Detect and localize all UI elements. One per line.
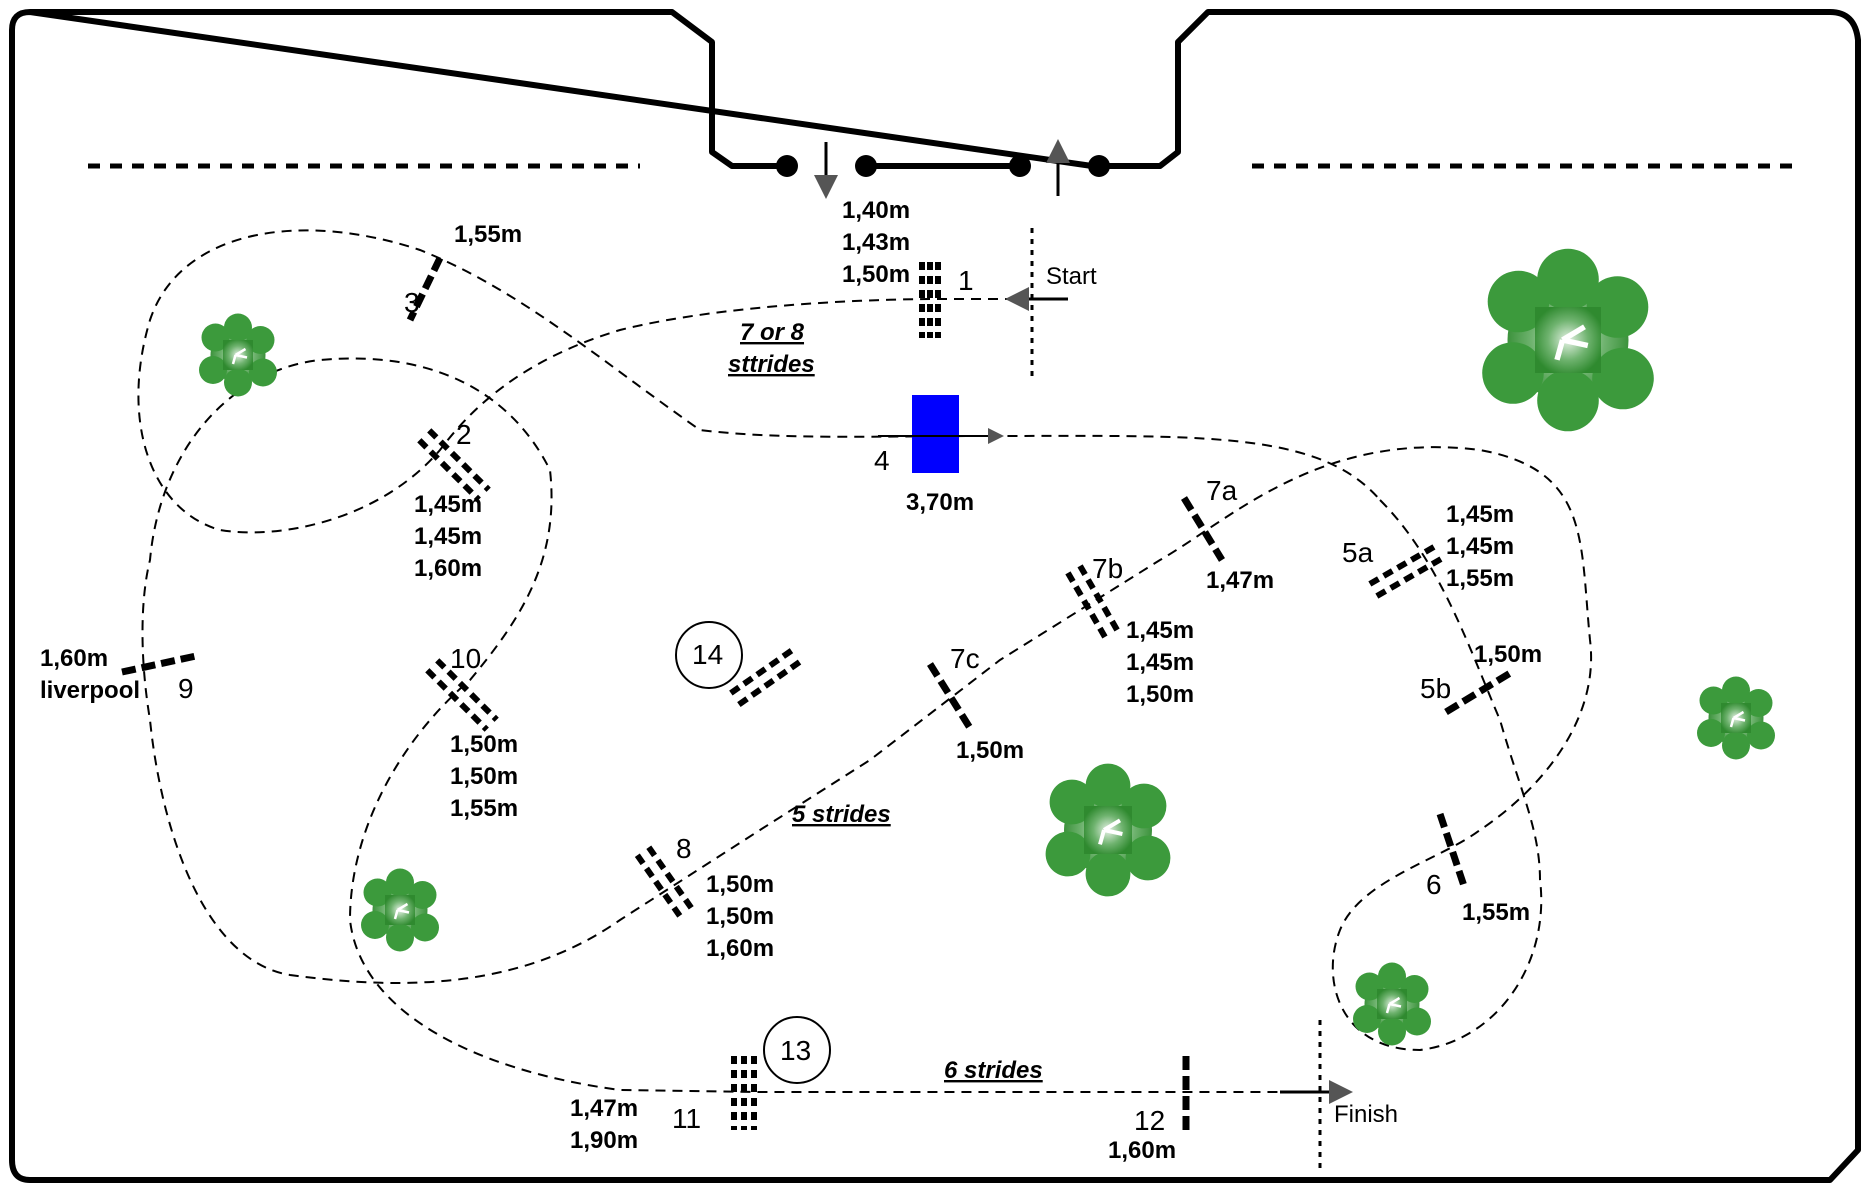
height: 1,45m [414,491,482,518]
tree-icon [1482,249,1654,432]
tree-icon [1043,761,1173,899]
height: 1,60m [1108,1137,1176,1164]
height: 1,45m [1126,617,1194,644]
obstacle-number: 6 [1426,869,1442,900]
height: 1,45m [414,523,482,550]
height: 1,45m [1126,649,1194,676]
height: 1,45m [1446,533,1514,560]
obstacle-number: 5a [1342,537,1374,568]
fence-8 [634,845,698,923]
obstacle-number: 1 [958,265,974,296]
fence-9 [121,652,197,676]
height: 1,40m [842,197,910,224]
obstacle-number: 9 [178,673,194,704]
finish-label: Finish [1334,1101,1398,1128]
fence-5b [1444,669,1514,715]
height: 1,55m [454,221,522,248]
height: 1,50m [1126,681,1194,708]
height: 1,50m [450,763,518,790]
obstacle-number: 7b [1092,553,1123,584]
obstacle-number: 12 [1134,1105,1165,1136]
obstacle-number: 8 [676,833,692,864]
obstacle-number: 5b [1420,673,1451,704]
tree-icon [1351,961,1433,1047]
height: 1,47m [1206,567,1274,594]
stride-note: 5 strides [792,801,891,828]
obstacle-number: 4 [874,445,890,476]
start-label: Start [1046,263,1097,290]
fence-1 [919,262,941,338]
obstacle-number: 13 [780,1035,811,1066]
height: 1,60m [40,645,108,672]
obstacle-number: 14 [692,639,723,670]
height: 1,55m [450,795,518,822]
circle-14 [675,621,743,689]
obstacle-number: 10 [450,643,481,674]
height: 1,60m [414,555,482,582]
height: 1,50m [706,871,774,898]
fence-7c [927,662,973,730]
height: 3,70m [906,489,974,516]
height: 1,50m [706,903,774,930]
arena-border [9,9,1861,1183]
tree-icon [359,867,441,953]
fence-3 [406,256,444,322]
height: liverpool [40,677,140,704]
height: 1,50m [956,737,1024,764]
fence-14 [729,647,803,707]
obstacle-number: 11 [672,1103,701,1134]
obstacle-number: 3 [404,287,420,318]
fence-6 [1436,812,1468,888]
obstacle-number: 7c [950,643,980,674]
tree-icon [1695,675,1777,761]
height: 1,50m [450,731,518,758]
fences [121,256,1514,1130]
stride-note: 7 or 8 [740,319,805,346]
height: 1,55m [1462,899,1530,926]
obstacle-number: 7a [1206,475,1238,506]
stride-note: sttrides [728,351,815,378]
obstacle-number: 2 [456,419,472,450]
fence-5a [1368,541,1448,599]
height: 1,50m [1474,641,1542,668]
water-jump [912,395,959,473]
circle-13 [763,1016,831,1084]
fence-7a [1181,496,1225,562]
fence-2 [417,428,491,502]
height: 1,45m [1446,501,1514,528]
height: 1,43m [842,229,910,256]
height: 1,90m [570,1127,638,1154]
stride-note: 6 strides [944,1057,1043,1084]
fence-7b [1065,564,1123,644]
height: 1,60m [706,935,774,962]
tree-icon [197,312,279,398]
course-path [137,229,1593,1093]
height: 1,50m [842,261,910,288]
height: 1,55m [1446,565,1514,592]
fence-11 [731,1056,757,1130]
height: 1,47m [570,1095,638,1122]
